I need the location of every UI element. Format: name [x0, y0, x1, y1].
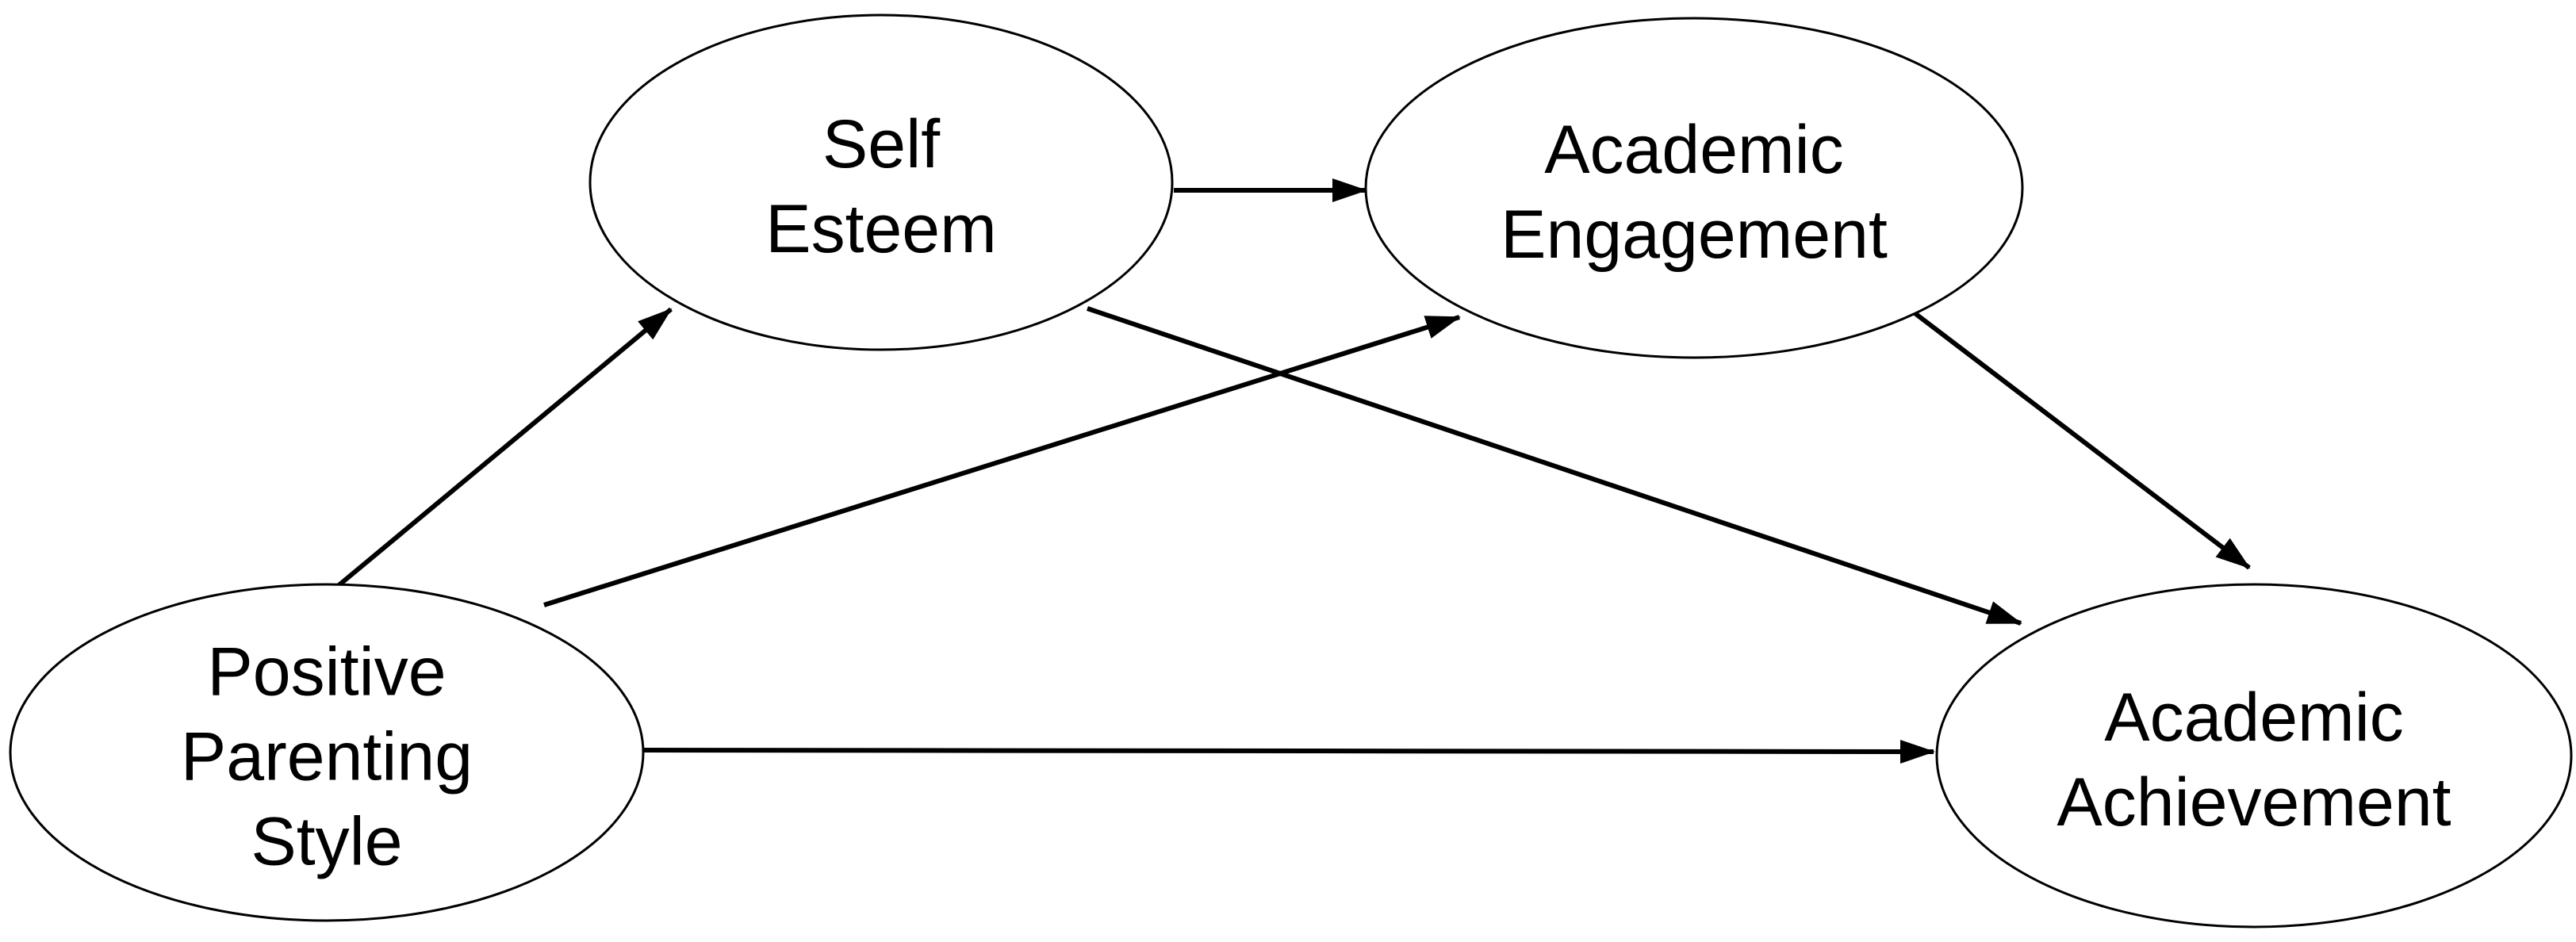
node-positive-parenting-style-ellipse — [9, 583, 645, 922]
edge-selfesteem-to-achievement-arrow — [1087, 306, 2022, 626]
node-academic-achievement-label: Academic Achievement — [2057, 680, 2451, 841]
node-self-esteem-label: Self Esteem — [765, 106, 997, 267]
edge-engagement-to-achievement-arrow — [1912, 310, 2251, 570]
edge-parenting-to-engagement-arrow — [543, 315, 1461, 607]
node-self-esteem-ellipse — [588, 13, 1174, 351]
edge-parenting-to-achievement-arrow — [638, 739, 1935, 764]
node-academic-engagement-label: Academic Engagement — [1501, 112, 1888, 273]
node-academic-engagement-ellipse — [1364, 17, 2024, 359]
node-academic-achievement-ellipse — [1935, 583, 2573, 929]
edge-parenting-to-selfesteem-arrow — [332, 307, 673, 592]
node-positive-parenting-style-label: Positive Parenting Style — [180, 634, 473, 880]
